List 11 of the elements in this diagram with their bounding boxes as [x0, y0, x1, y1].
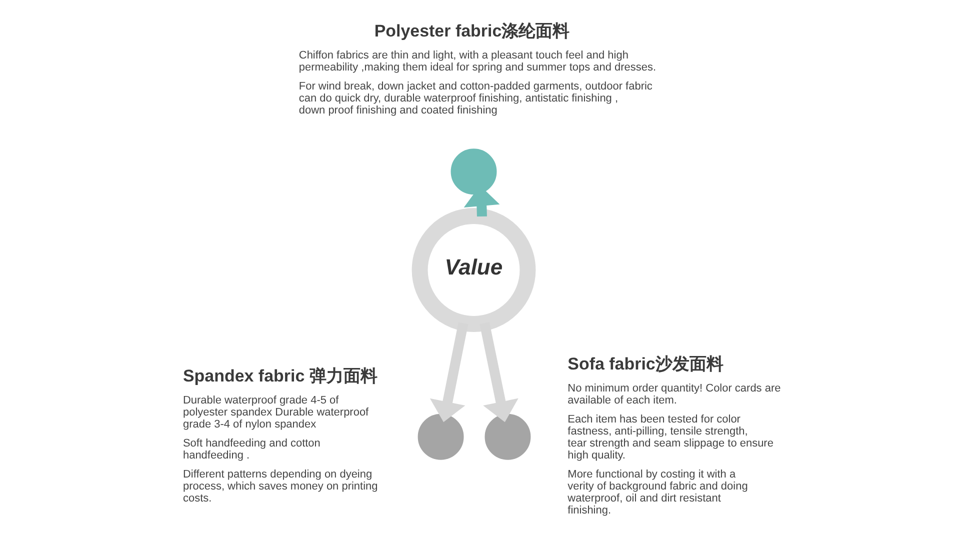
node-label: Spandex fabric 弹力面料 — [182, 366, 377, 386]
node-label: Sofa fabric沙发面料 — [567, 354, 723, 374]
node-label: Different patterns depending on dyeing process, which saves money on printing costs. — [182, 468, 378, 505]
node-label: No minimum order quantity! Color cards are available of each item. — [567, 382, 780, 407]
node-label: Each item has been tested for color fastness, anti-pilling, tensile strength, tear strength and seam slippage to ensure high quality. — [567, 414, 773, 462]
node-label: For wind break, down jacket and cotton-padded garments, outdoor fabric can do quick dry, durable waterproof finishing, antistatic finishing , down proof finishing and coated finishing — [298, 80, 652, 116]
node-label: More functional by costing it with a verity of background fabric and doing waterproof, oil and dirt resistant finishing. — [567, 468, 748, 517]
node-label: Chiffon fabrics are thin and light, with a pleasant touch feel and high permeability ,making them ideal for spring and summer tops and dresses. — [298, 49, 656, 74]
node-label: Durable waterproof grade 4-5 of polyester spandex Durable waterproof grade 3-4 of nylon spandex — [182, 394, 368, 431]
node-label: Polyester fabric涤纶面料 — [374, 21, 570, 40]
node-label: Soft handfeeding and cotton handfeeding . — [182, 438, 320, 462]
